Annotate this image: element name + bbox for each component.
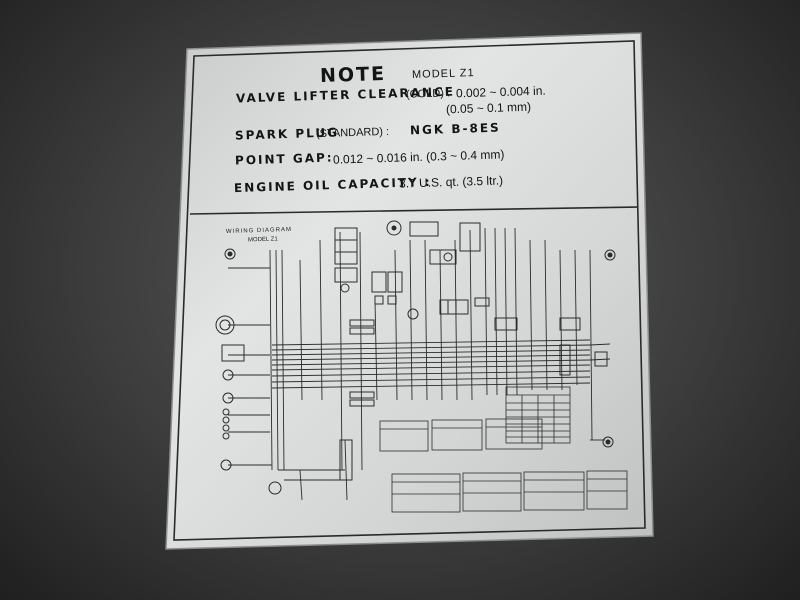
switch-tables	[379, 386, 628, 513]
section-divider	[189, 206, 639, 215]
plate-body	[165, 32, 654, 550]
diagram-components	[215, 220, 616, 495]
wiring-diagram	[228, 227, 611, 501]
plate-inner-border	[173, 40, 646, 541]
